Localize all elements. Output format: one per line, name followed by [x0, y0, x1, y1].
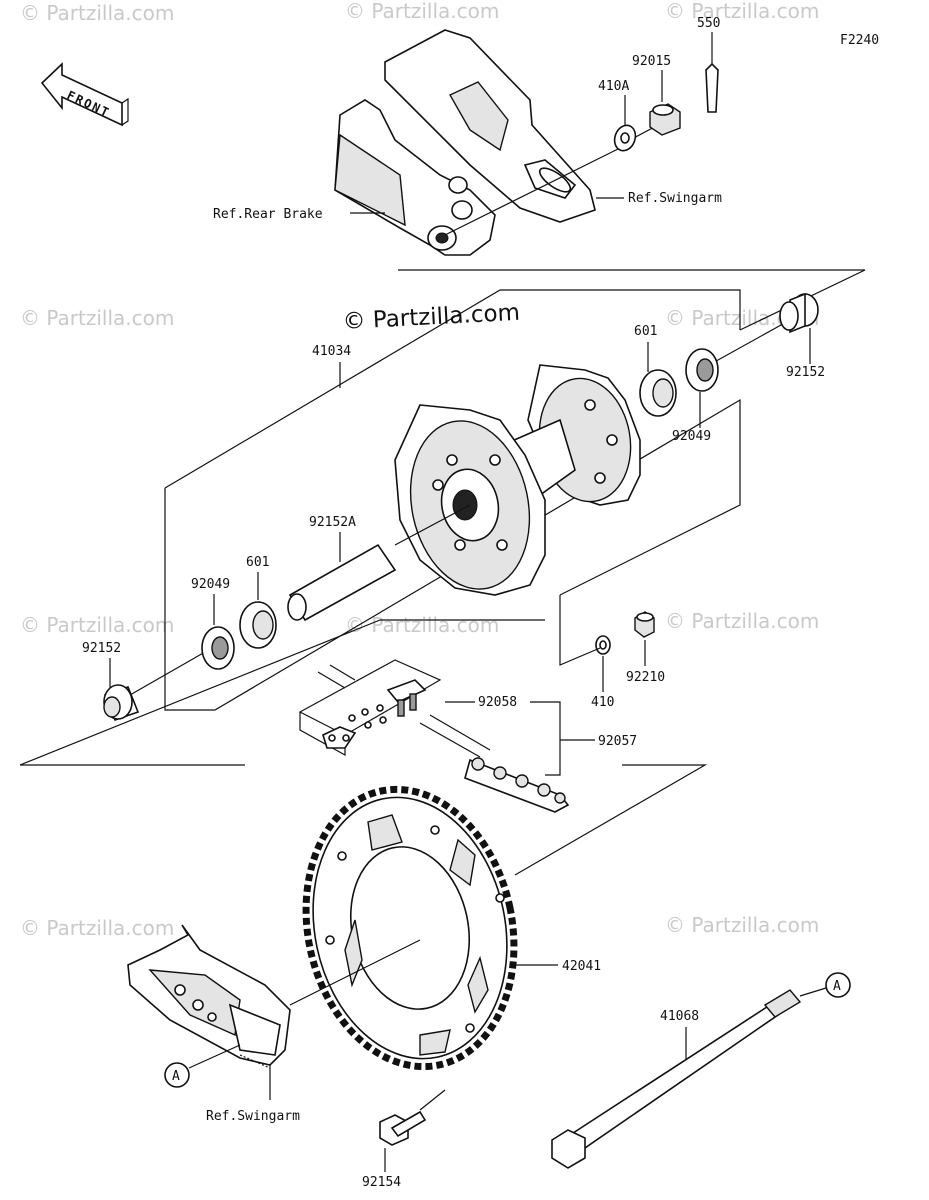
- drive-chain: [317, 664, 570, 813]
- diagram-code: F2240: [840, 33, 879, 48]
- part-label-92057: 92057: [598, 734, 637, 749]
- rear-wheel-hub: [394, 364, 641, 596]
- part-label-410a: 410A: [598, 79, 629, 94]
- collar-92152-left: [103, 684, 140, 722]
- collar-92152-right: [779, 292, 819, 334]
- washer-410: [595, 635, 611, 655]
- main-watermark: © Partzilla.com: [342, 300, 521, 335]
- bolt-92154: [379, 1089, 446, 1146]
- part-label-601-left: 601: [246, 555, 269, 570]
- rear-axle-41068: [551, 989, 802, 1169]
- oil-seal-92049-right: [685, 348, 719, 392]
- washer-410a: [613, 124, 637, 152]
- callout-a-left: A: [164, 1044, 241, 1088]
- callout-a-right: A: [799, 972, 851, 998]
- watermark: © Partzilla.com: [20, 306, 174, 330]
- callout-a-label: A: [172, 1069, 180, 1084]
- part-label-92154: 92154: [362, 1175, 401, 1190]
- part-label-42041: 42041: [562, 959, 601, 974]
- swingarm-rear-section: [384, 29, 596, 223]
- ref-swingarm-top-label: Ref.Swingarm: [628, 191, 722, 206]
- watermark: © Partzilla.com: [665, 609, 819, 633]
- chain-joint-kit: [298, 659, 442, 757]
- nut-92015: [649, 103, 681, 136]
- spacer-92152a: [287, 543, 397, 622]
- watermark: © Partzilla.com: [20, 916, 174, 940]
- part-label-92210: 92210: [626, 670, 665, 685]
- part-label-92049-left: 92049: [191, 577, 230, 592]
- part-label-601-right: 601: [634, 324, 657, 339]
- rear-brake-bracket: [334, 99, 496, 256]
- watermark: © Partzilla.com: [665, 0, 819, 23]
- part-label-92152-left: 92152: [82, 641, 121, 656]
- callout-a-label: A: [833, 979, 841, 994]
- watermark: © Partzilla.com: [345, 613, 499, 637]
- nut-92210: [634, 611, 655, 638]
- part-label-41034: 41034: [312, 344, 351, 359]
- part-label-92049-right: 92049: [672, 429, 711, 444]
- part-label-92058: 92058: [478, 695, 517, 710]
- ref-swingarm-bottom-label: Ref.Swingarm: [206, 1109, 300, 1124]
- part-label-550: 550: [697, 16, 720, 31]
- part-label-92015: 92015: [632, 54, 671, 69]
- watermark: © Partzilla.com: [20, 1, 174, 25]
- rear-sprocket: [302, 785, 518, 1071]
- watermark: © Partzilla.com: [20, 613, 174, 637]
- oil-seal-92049-left: [201, 626, 235, 670]
- front-arrow-icon: FRONT: [40, 62, 129, 127]
- bearing-601-right: [639, 369, 677, 417]
- swingarm-chain-guide: [127, 924, 291, 1069]
- part-label-92152a: 92152A: [309, 515, 356, 530]
- part-label-41068: 41068: [660, 1009, 699, 1024]
- watermark: © Partzilla.com: [665, 913, 819, 937]
- cotter-pin-550: [705, 62, 719, 113]
- ref-rear-brake-label: Ref.Rear Brake: [213, 207, 323, 222]
- watermark: © Partzilla.com: [345, 0, 499, 23]
- part-label-92152-right: 92152: [786, 365, 825, 380]
- part-label-410: 410: [591, 695, 614, 710]
- bearing-601-left: [239, 601, 277, 649]
